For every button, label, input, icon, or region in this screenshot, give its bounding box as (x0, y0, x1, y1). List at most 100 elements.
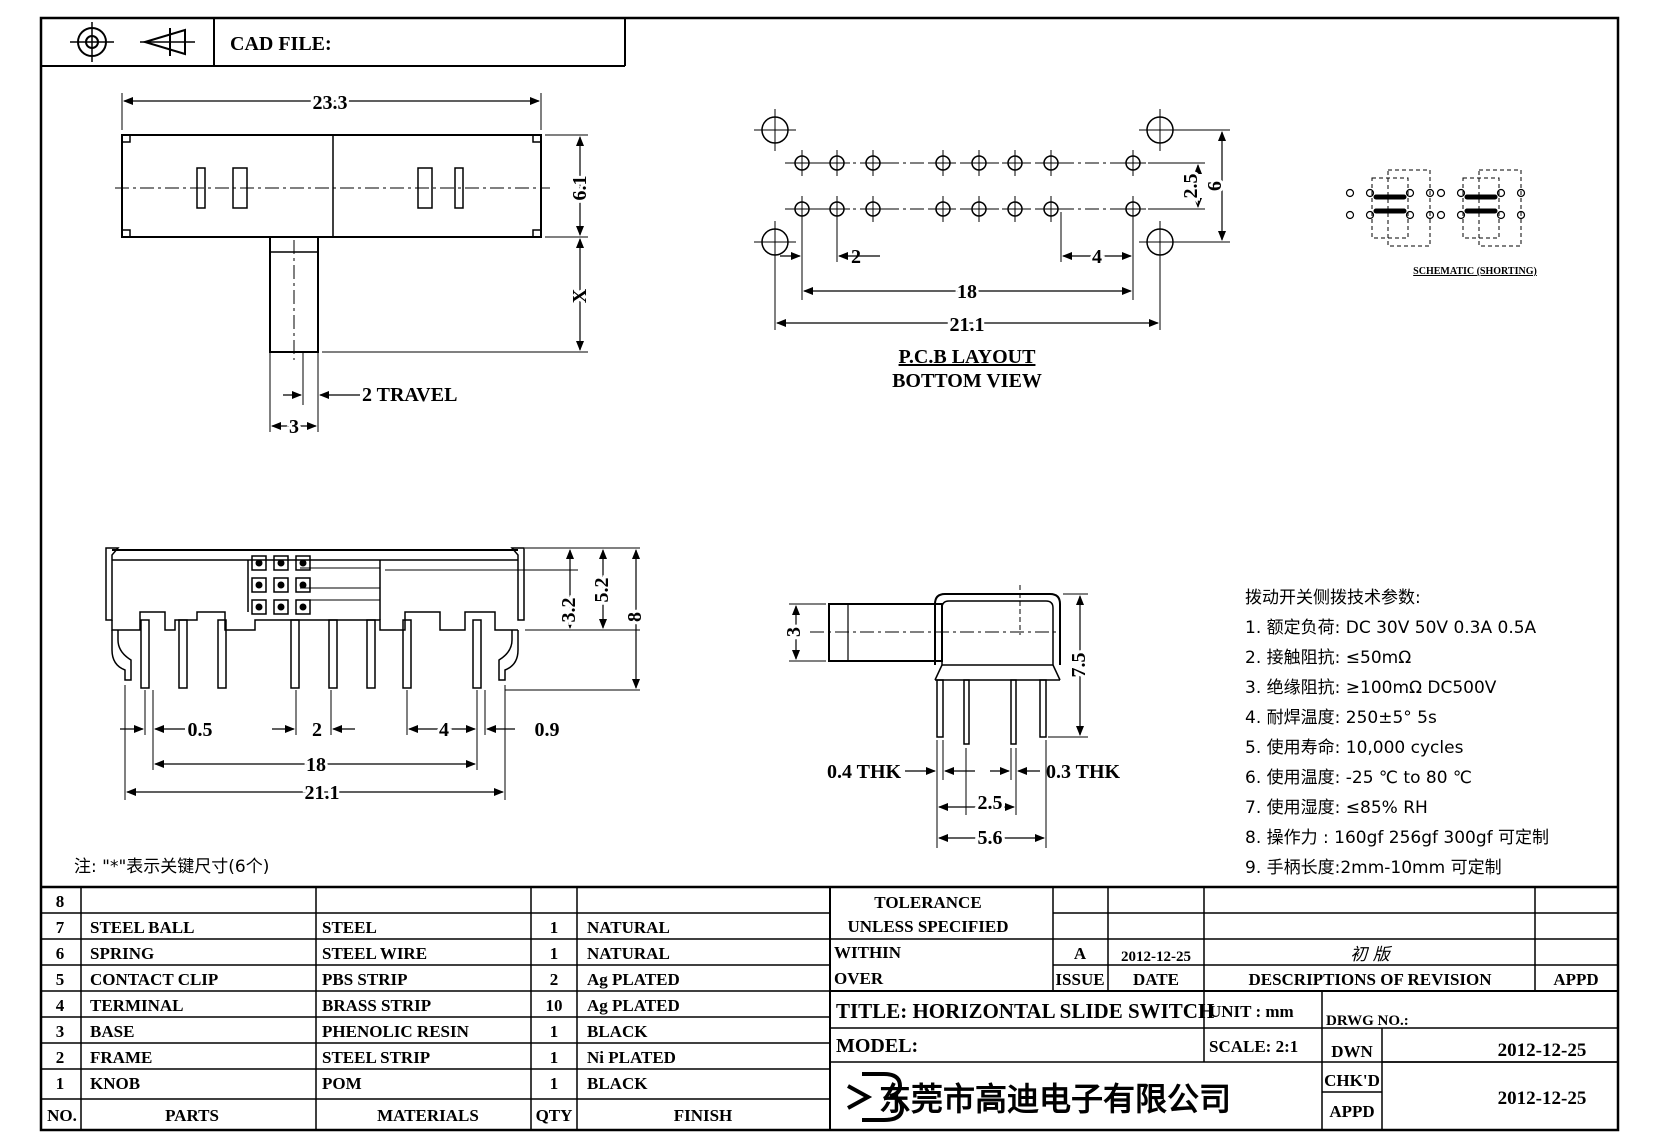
pcb-layout-subtitle: BOTTOM VIEW (892, 370, 1042, 392)
header-block: CAD FILE: (41, 18, 626, 67)
key-dimension-mark (273, 577, 289, 593)
front-pin (366, 619, 376, 689)
spec-item: 5. 使用寿命: 10,000 cycles (1245, 737, 1464, 758)
unit-label: UNIT : mm (1209, 1002, 1294, 1021)
bom-finish: Ag PLATED (587, 970, 680, 989)
over-label: OVER (834, 969, 884, 988)
bom-qty: 1 (550, 1074, 559, 1093)
front-end-pin-dim: 0.9 (535, 719, 560, 741)
schematic-terminal (1345, 188, 1355, 198)
bom-qty: 1 (550, 944, 559, 963)
bom-material: STEEL (322, 918, 377, 937)
pcb-pin-span-dim: 18 (957, 281, 977, 303)
schematic-terminal (1496, 210, 1506, 220)
table-row: 1 KNOB POM 1 BLACK (56, 1074, 648, 1093)
cad-file-label: CAD FILE: (230, 33, 332, 55)
bom-material: STEEL STRIP (322, 1048, 430, 1067)
schematic-terminal (1365, 210, 1375, 220)
spec-item: 2. 接触阻抗: ≤50mΩ (1245, 648, 1411, 668)
schematic-shorting (1345, 169, 1526, 247)
schematic-frame (1371, 177, 1409, 239)
spec-list: 拨动开关侧拨技术参数: 1. 额定负荷: DC 30V 50V 0.3A 0.5… (1245, 588, 1549, 878)
pcb-pitch-left-dim: 2 (851, 246, 861, 268)
approved-label: APPD (1329, 1102, 1374, 1121)
bom-no: 6 (56, 944, 65, 963)
key-dimension-dot (299, 581, 307, 589)
front-h-total-dim: 8 (624, 612, 646, 622)
schematic-frame (1387, 169, 1431, 247)
spec-item: 7. 使用湿度: ≤85% RH (1245, 797, 1428, 818)
bom-table: 8 7 STEEL BALL STEEL 1 NATURAL 6 SPRING … (47, 892, 732, 1125)
bom-qty: 1 (550, 918, 559, 937)
front-pin (402, 619, 412, 689)
table-row: 6 SPRING STEEL WIRE 1 NATURAL (56, 944, 670, 963)
schematic-terminal (1365, 188, 1375, 198)
bom-no: 8 (56, 892, 65, 911)
key-dimension-dot (255, 581, 263, 589)
side-right-thk-label: 0.3 THK (1046, 761, 1121, 783)
side-pitch-dim: 2.5 (978, 792, 1003, 814)
bom-part: CONTACT CLIP (90, 970, 218, 989)
key-dimension-mark (251, 577, 267, 593)
company-logo-icon (847, 1072, 905, 1122)
key-dimension-note: 注: "*"表示关键尺寸(6个) (74, 857, 269, 877)
schematic-frame (1478, 169, 1522, 247)
schematic-caption: SCHEMATIC (SHORTING) (1413, 266, 1537, 277)
front-pin (217, 619, 227, 689)
pcb-pitch-right-dim: 4 (1092, 246, 1102, 268)
bom-part: STEEL BALL (90, 918, 194, 937)
table-row: 2 FRAME STEEL STRIP 1 Ni PLATED (56, 1048, 676, 1067)
bom-header-finish: FINISH (674, 1106, 733, 1125)
pcb-layout (754, 109, 1230, 330)
key-dimension-mark (295, 577, 311, 593)
schematic-terminal (1425, 210, 1435, 220)
bom-finish: BLACK (587, 1074, 648, 1093)
checked-date: 2012-12-25 (1498, 1088, 1587, 1109)
top-height-dim: 6.1 (569, 176, 591, 201)
front-view (105, 547, 640, 800)
drawing-title: TITLE: HORIZONTAL SLIDE SWITCH (836, 999, 1214, 1023)
bom-no: 7 (56, 918, 65, 937)
issue-label: ISSUE (1055, 970, 1104, 989)
within-label: WITHIN (834, 943, 902, 962)
key-dimension-mark (273, 599, 289, 615)
revision-description: 初 版 (1350, 945, 1392, 965)
knob-width-dim: 3 (289, 416, 299, 438)
key-dimension-dot (255, 603, 263, 611)
schematic-terminal (1405, 188, 1415, 198)
bom-finish: NATURAL (587, 918, 670, 937)
bom-finish: NATURAL (587, 944, 670, 963)
table-row: 5 CONTACT CLIP PBS STRIP 2 Ag PLATED (56, 970, 680, 989)
pcb-row-pitch-dim: 2.5 (1180, 174, 1202, 199)
key-dimension-dot (299, 559, 307, 567)
date-label: DATE (1133, 970, 1179, 989)
tolerance-label: TOLERANCE (874, 893, 981, 912)
bom-part: BASE (90, 1022, 134, 1041)
table-row: 3 BASE PHENOLIC RESIN 1 BLACK (56, 1022, 648, 1041)
bom-qty: 10 (546, 996, 563, 1015)
bom-material: POM (322, 1074, 362, 1093)
key-dimension-dot (255, 559, 263, 567)
pcb-layout-title: P.C.B LAYOUT (899, 346, 1037, 368)
front-pin-span-dim: 18 (306, 754, 326, 776)
schematic-terminal (1436, 188, 1446, 198)
bom-material: PBS STRIP (322, 970, 408, 989)
table-grid (41, 885, 1618, 1130)
company-name: 东莞市高迪电子有限公司 (879, 1080, 1231, 1118)
schematic-terminal (1345, 210, 1355, 220)
bom-qty: 1 (550, 1048, 559, 1067)
schematic-terminal (1405, 210, 1415, 220)
schematic-terminal (1456, 210, 1466, 220)
bom-qty: 1 (550, 1022, 559, 1041)
unless-specified-label: UNLESS SPECIFIED (847, 917, 1008, 936)
bom-part: TERMINAL (90, 996, 184, 1015)
bom-no: 4 (56, 996, 65, 1015)
scale-label: SCALE: 2:1 (1209, 1037, 1298, 1056)
bom-qty: 2 (550, 970, 559, 989)
key-dimension-mark (251, 599, 267, 615)
key-dimension-dot (277, 603, 285, 611)
spec-item: 9. 手柄长度:2mm-10mm 可定制 (1245, 858, 1502, 878)
bom-material: STEEL WIRE (322, 944, 427, 963)
pcb-mount-pitch-dim: 21.1 (950, 314, 985, 336)
